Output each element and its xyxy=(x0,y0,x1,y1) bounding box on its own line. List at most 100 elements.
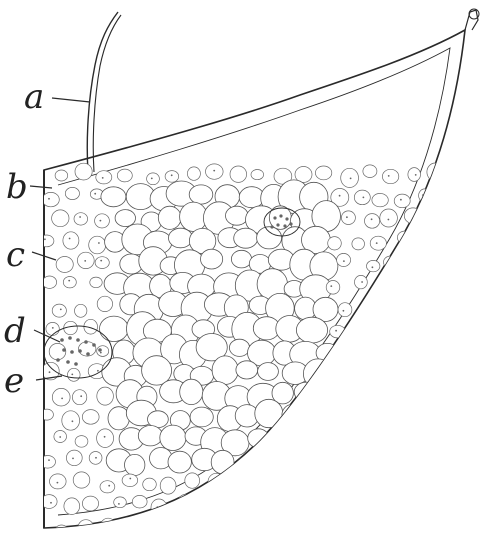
cell-granule xyxy=(171,174,173,176)
tissue-cell xyxy=(401,302,419,317)
tissue-cell xyxy=(147,173,160,185)
tissue-cell xyxy=(459,278,473,291)
tissue-cell xyxy=(97,387,114,405)
tissue-cell xyxy=(95,214,110,228)
tissue-cell xyxy=(341,434,355,448)
cell-granule xyxy=(130,526,132,528)
cell-granule xyxy=(52,327,54,329)
tissue-cell xyxy=(435,236,450,251)
tissue-cell xyxy=(282,405,302,426)
label-b: b xyxy=(6,167,28,207)
cell-granule xyxy=(391,259,393,261)
cell-granule xyxy=(44,238,46,240)
label-c: c xyxy=(6,235,25,275)
cell-granule xyxy=(479,217,481,219)
tissue-cell xyxy=(429,434,442,447)
tissue-cell xyxy=(435,451,452,467)
cell-granule xyxy=(447,376,449,378)
tissue-cell xyxy=(399,500,412,514)
tissue-cell xyxy=(125,454,145,475)
tissue-cell xyxy=(414,368,430,383)
cell-granule xyxy=(97,370,99,372)
tissue-cell xyxy=(296,521,311,534)
cell-granule xyxy=(404,414,406,416)
tissue-cell xyxy=(115,210,135,227)
tissue-cell xyxy=(231,250,251,268)
cell-granule xyxy=(433,393,435,395)
tissue-cell xyxy=(396,321,409,333)
tissue-cell xyxy=(212,356,238,385)
cell-granule xyxy=(347,349,349,351)
tissue-cell xyxy=(257,227,282,249)
cell-granule xyxy=(402,325,404,327)
tissue-cell xyxy=(97,346,109,357)
tissue-cell xyxy=(148,411,169,428)
tissue-cell xyxy=(39,235,54,247)
cell-granule xyxy=(369,486,371,488)
tissue-cell xyxy=(420,323,432,334)
tissue-cell xyxy=(342,385,359,401)
cell-granule xyxy=(410,260,412,262)
cell-granule xyxy=(388,219,390,221)
tissue-cell xyxy=(89,236,106,254)
tissue-cell xyxy=(178,494,194,508)
cell-granule xyxy=(217,481,219,483)
tissue-cell xyxy=(352,318,368,334)
cell-granule xyxy=(59,436,61,438)
tissue-cell xyxy=(244,502,260,516)
tissue-cell xyxy=(185,473,200,488)
cell-granule xyxy=(346,216,348,218)
cell-granule xyxy=(425,459,427,461)
tissue-cell xyxy=(409,428,425,445)
tissue-cell xyxy=(442,278,456,290)
cell-granule xyxy=(232,521,234,523)
tissue-cell xyxy=(209,518,222,529)
tissue-cell xyxy=(476,392,483,405)
tissue-cell xyxy=(319,474,335,491)
tissue-cell xyxy=(452,256,469,273)
tissue-cell xyxy=(42,276,56,288)
tissue-cell xyxy=(75,436,88,448)
tissue-cell xyxy=(95,257,109,269)
tissue-cell xyxy=(463,327,475,338)
cell-granule xyxy=(57,482,59,484)
tissue-cell xyxy=(143,478,157,491)
tissue-cell xyxy=(41,409,54,420)
tissue-cell xyxy=(78,520,93,535)
tissue-cell xyxy=(64,498,80,515)
cell-granule xyxy=(378,461,380,463)
tissue-cell xyxy=(431,472,446,488)
tissue-cell xyxy=(82,410,99,425)
cell-granule xyxy=(336,459,338,461)
tissue-cell xyxy=(473,301,483,314)
cell-granule xyxy=(108,485,110,487)
cell-granule xyxy=(98,242,100,244)
tissue-cell xyxy=(423,523,440,535)
tissue-cell xyxy=(439,323,456,341)
tissue-cell xyxy=(425,340,441,354)
cell-granule xyxy=(48,198,50,200)
cell-granule xyxy=(368,436,370,438)
tissue-cell xyxy=(248,429,269,448)
tissue-cell xyxy=(408,168,421,182)
tissue-cell xyxy=(364,298,381,314)
tissue-cell xyxy=(369,455,384,470)
tissue-cell xyxy=(211,450,234,474)
tissue-cell xyxy=(97,296,112,311)
tissue-cell xyxy=(443,501,456,511)
tissue-cell xyxy=(387,428,403,445)
tissue-cell xyxy=(349,412,361,422)
tissue-cell xyxy=(255,399,283,427)
tissue-cell xyxy=(228,518,241,529)
cell-granule xyxy=(61,398,63,400)
tissue-cell xyxy=(271,430,293,450)
cell-granule xyxy=(186,500,188,502)
tissue-cell xyxy=(55,170,68,181)
tissue-cell xyxy=(332,370,345,383)
tissue-cell xyxy=(392,281,408,294)
tissue-cell xyxy=(426,209,440,222)
cell-granule xyxy=(426,328,428,330)
cell-granule xyxy=(102,177,104,179)
tissue-cell xyxy=(446,387,462,400)
tissue-cell xyxy=(437,192,450,206)
